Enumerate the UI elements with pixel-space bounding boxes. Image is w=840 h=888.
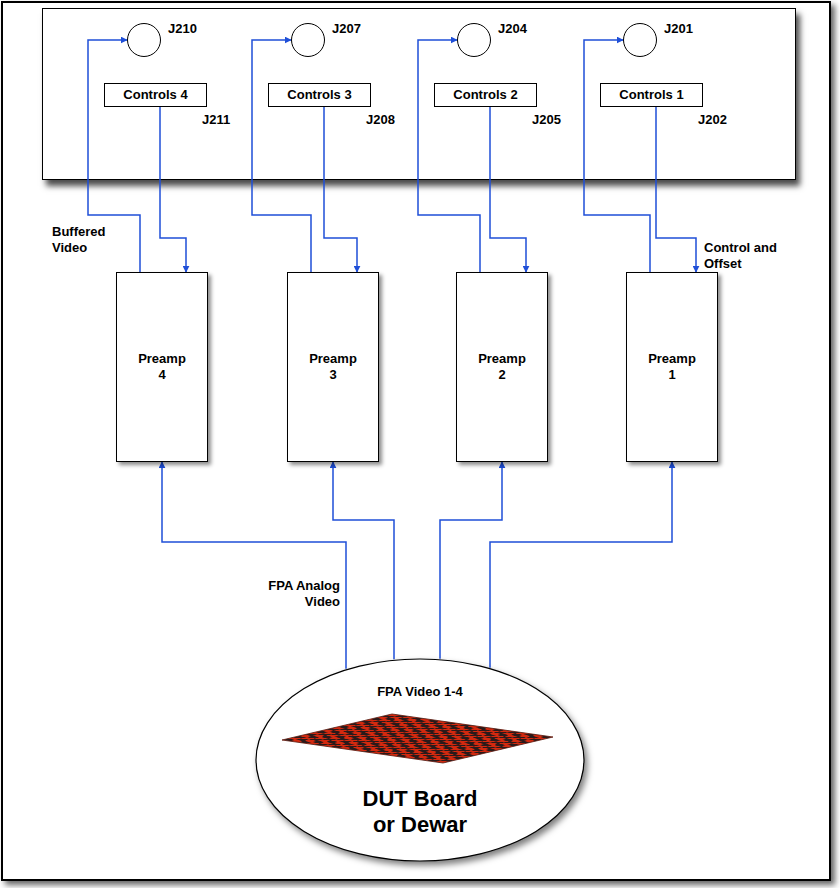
signal-connector bbox=[162, 462, 346, 669]
node-text: Preamp 1 bbox=[644, 351, 700, 383]
node-text: J204 bbox=[498, 21, 527, 37]
preamp-box: Preamp 2 bbox=[456, 272, 548, 462]
controls-connector-box: Controls 2J205 bbox=[434, 83, 537, 107]
node-text: J202 bbox=[698, 112, 727, 128]
node-text: J205 bbox=[532, 112, 561, 128]
signal-label: Control and Offset bbox=[704, 240, 796, 272]
signal-connector bbox=[333, 462, 394, 659]
node-text: Controls 1 bbox=[619, 87, 683, 103]
signal-connector bbox=[324, 107, 357, 272]
node-text: J201 bbox=[664, 21, 693, 37]
signal-connector bbox=[160, 107, 186, 272]
preamp-box: Preamp 4 bbox=[116, 272, 208, 462]
signal-connector bbox=[440, 462, 502, 659]
connector-jack: J204 bbox=[457, 23, 491, 57]
node-text: Preamp 3 bbox=[305, 351, 361, 383]
node-text: Controls 2 bbox=[453, 87, 517, 103]
signal-connector bbox=[490, 462, 672, 668]
node-text: FPA Video 1-4 bbox=[255, 684, 585, 700]
preamp-box: Preamp 3 bbox=[287, 272, 379, 462]
node-text: J208 bbox=[366, 112, 395, 128]
node-text: Preamp 4 bbox=[134, 351, 190, 383]
node-text: J211 bbox=[202, 112, 230, 128]
node-text: DUT Board or Dewar bbox=[358, 786, 483, 838]
signal-connector bbox=[584, 40, 650, 272]
node-text: Controls 3 bbox=[287, 87, 351, 103]
signal-label: Buffered Video bbox=[52, 224, 124, 256]
signal-connector bbox=[490, 107, 526, 272]
signal-label: FPA Analog Video bbox=[254, 578, 340, 610]
controls-connector-box: Controls 1J202 bbox=[600, 83, 703, 107]
node-text: Preamp 2 bbox=[474, 351, 530, 383]
node-text: J207 bbox=[332, 21, 361, 37]
node-text: Controls 4 bbox=[123, 87, 187, 103]
signal-connector bbox=[656, 107, 696, 272]
signal-connector bbox=[418, 40, 480, 272]
preamp-box: Preamp 1 bbox=[626, 272, 718, 462]
connector-jack: J207 bbox=[291, 23, 325, 57]
controls-connector-box: Controls 4J211 bbox=[104, 83, 207, 107]
node-text: J210 bbox=[168, 21, 197, 37]
controls-connector-box: Controls 3J208 bbox=[268, 83, 371, 107]
connector-jack: J201 bbox=[623, 23, 657, 57]
dut-ellipse: FPA Video 1-4DUT Board or Dewar bbox=[255, 658, 585, 862]
connector-jack: J210 bbox=[127, 23, 161, 57]
signal-connector bbox=[252, 40, 311, 272]
